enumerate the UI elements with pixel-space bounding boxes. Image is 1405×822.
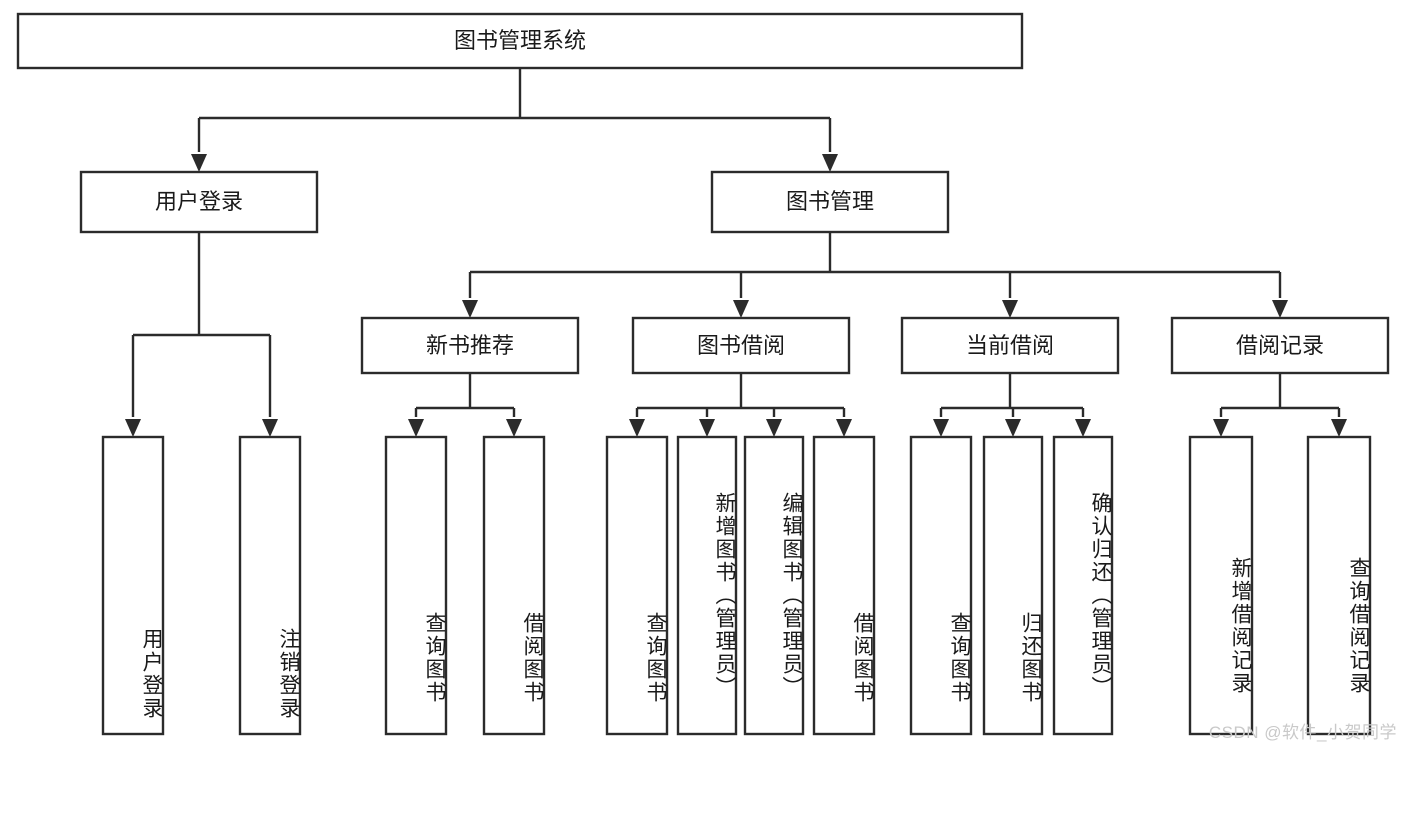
connector-group-currentborrow-to-leaves — [933, 373, 1091, 437]
node-new-book-recommend[interactable]: 新书推荐 — [360, 316, 580, 375]
leaf-box-user-login[interactable] — [101, 435, 165, 736]
leaf-box-query-book-2[interactable] — [605, 435, 669, 736]
node-current-borrow-box — [900, 316, 1120, 375]
connector-group-borrowrecord-to-leaves — [1213, 373, 1347, 437]
connector-group-userlogin-to-leaves — [125, 232, 278, 437]
node-borrow-record-label: 借阅记录 — [1236, 333, 1324, 358]
leaf-box-confirm-return-admin[interactable] — [1052, 435, 1114, 736]
leaf-box-logout-login[interactable] — [238, 435, 302, 736]
arrow-to-book-borrow — [733, 300, 749, 318]
node-current-borrow[interactable]: 当前借阅 — [900, 316, 1120, 375]
leaf-box-edit-book-admin[interactable] — [743, 435, 805, 736]
node-root-system[interactable]: 图书管理系统 — [16, 12, 1024, 70]
arrow-to-leaf-query-record — [1331, 419, 1347, 437]
node-user-login-box — [79, 170, 319, 234]
arrow-to-leaf-user-login — [125, 419, 141, 437]
leaf-box-add-book-admin[interactable] — [676, 435, 738, 736]
arrow-to-book-mgmt — [822, 154, 838, 172]
node-borrow-record-box — [1170, 316, 1390, 375]
org-chart-diagram: 图书管理系统 用户登录 图书管理 新书推荐 图书借阅 当前借阅 借阅记录 — [16, 12, 1397, 742]
node-root-system-box — [16, 12, 1024, 70]
arrow-to-leaf-borrow-book-1 — [506, 419, 522, 437]
node-current-borrow-label: 当前借阅 — [966, 333, 1054, 358]
leaf-box-query-book-3[interactable] — [909, 435, 973, 736]
node-book-borrow[interactable]: 图书借阅 — [631, 316, 851, 375]
arrow-to-current-borrow — [1002, 300, 1018, 318]
node-book-management[interactable]: 图书管理 — [710, 170, 950, 234]
node-book-borrow-label: 图书借阅 — [697, 333, 785, 358]
arrow-to-leaf-confirm-return — [1075, 419, 1091, 437]
connector-group-bookborrow-to-leaves — [629, 373, 852, 437]
arrow-to-leaf-edit-book — [766, 419, 782, 437]
node-book-management-label: 图书管理 — [786, 189, 874, 214]
node-borrow-record[interactable]: 借阅记录 — [1170, 316, 1390, 375]
connector-group-newbook-to-leaves — [408, 373, 522, 437]
arrow-to-leaf-query-book-2 — [629, 419, 645, 437]
diagram-canvas: 图书管理系统 用户登录 图书管理 新书推荐 图书借阅 当前借阅 借阅记录 — [16, 12, 1390, 736]
arrow-to-new-book-recommend — [462, 300, 478, 318]
leaf-box-return-book[interactable] — [982, 435, 1044, 736]
arrow-to-borrow-record — [1272, 300, 1288, 318]
arrow-to-leaf-query-book-3 — [933, 419, 949, 437]
arrow-to-leaf-logout — [262, 419, 278, 437]
node-user-login[interactable]: 用户登录 — [79, 170, 319, 234]
leaf-box-add-borrow-record[interactable] — [1188, 435, 1254, 736]
arrow-to-leaf-add-book — [699, 419, 715, 437]
arrow-to-leaf-query-book-1 — [408, 419, 424, 437]
arrow-to-leaf-return-book — [1005, 419, 1021, 437]
csdn-watermark: CSDN @软件_小贺同学 — [1208, 723, 1397, 742]
leaf-box-query-book-1[interactable] — [384, 435, 448, 736]
arrow-to-leaf-add-record — [1213, 419, 1229, 437]
leaf-box-borrow-book-2[interactable] — [812, 435, 876, 736]
node-book-borrow-box — [631, 316, 851, 375]
connector-group-root-to-level2 — [191, 68, 838, 172]
leaf-box-borrow-book-1[interactable] — [482, 435, 546, 736]
arrow-to-leaf-borrow-book-2 — [836, 419, 852, 437]
node-book-management-box — [710, 170, 950, 234]
connector-group-bookmgmt-to-level3 — [462, 232, 1288, 318]
leaf-box-query-borrow-record[interactable] — [1306, 435, 1372, 736]
node-new-book-recommend-label: 新书推荐 — [426, 333, 514, 358]
node-root-system-label: 图书管理系统 — [454, 28, 586, 53]
node-new-book-recommend-box — [360, 316, 580, 375]
arrow-to-user-login — [191, 154, 207, 172]
node-user-login-label: 用户登录 — [155, 189, 243, 214]
leaf-boxes-group — [101, 435, 1372, 736]
